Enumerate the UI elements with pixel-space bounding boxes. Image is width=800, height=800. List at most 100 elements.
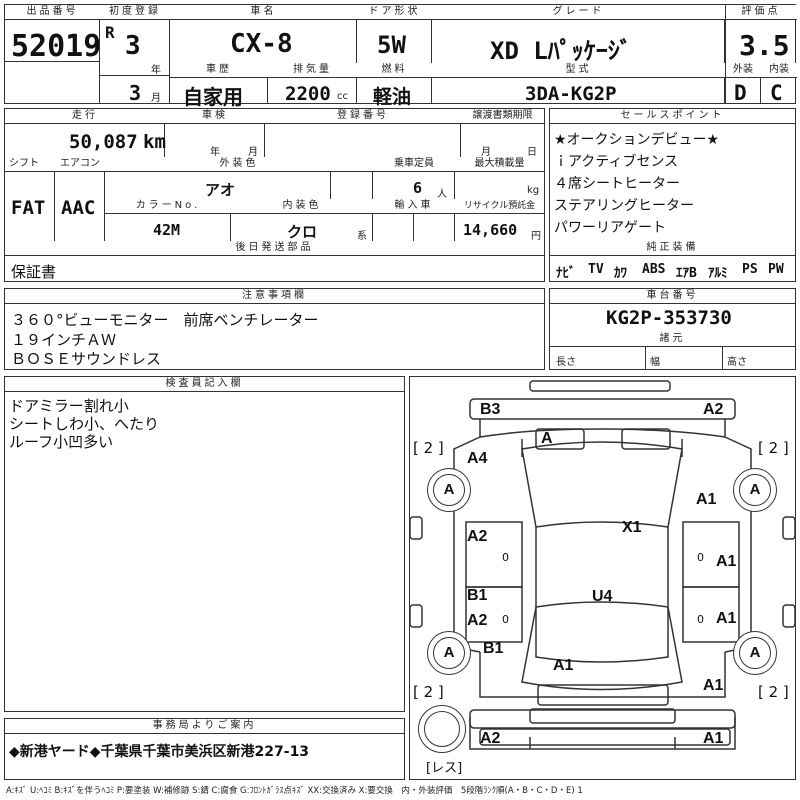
ext-color-label: 外装色 (105, 157, 373, 172)
era-value: R (105, 23, 115, 42)
tire-front-left: A (427, 468, 471, 512)
recycle-value: 14,660 (463, 221, 518, 239)
spare-tire (418, 705, 466, 753)
displacement-label: 排気量 (268, 63, 357, 78)
mark-rear-roof: U4 (592, 588, 613, 605)
inspector-box: 検査員記入欄 ドアミラー割れ小 シートしわ小、へたり ルーフ小凹多い (4, 376, 405, 712)
chassis-number: KG2P-353730 (606, 307, 732, 329)
model-label: 型式 (432, 63, 725, 78)
sales-point-item: ★オークションデビュー★ (554, 132, 720, 148)
month-value: 3 (129, 81, 142, 105)
mark-front-fender-left: A4 (467, 450, 488, 467)
tire-rear-right-grade: A (739, 637, 771, 669)
mark-front-bumper-left: B3 (480, 401, 501, 418)
import-label: 輸入車 (373, 199, 455, 214)
mark-right-rear-door: A1 (716, 610, 737, 627)
inspector-line: ドアミラー割れ小 (9, 397, 129, 415)
sales-points-label: セールスポイント (550, 109, 795, 124)
tire-rear-left: A (427, 631, 471, 675)
later-parts-value: 保証書 (11, 263, 57, 281)
shift-value: FAT (11, 197, 46, 219)
later-parts-label: 後日発送部品 (5, 241, 544, 256)
sales-point-item: ｉアクティブセンス (554, 154, 679, 170)
svg-text:0: 0 (697, 613, 704, 626)
equipment-airbag: ｴｱB (676, 266, 697, 281)
bracket-front-left: [ 2 ] (413, 439, 444, 457)
mark-left-rear-door-b: B1 (467, 587, 488, 604)
notes-label: 注意事項欄 (5, 289, 544, 304)
year-value: 3 (125, 31, 141, 61)
chassis-box: 車台番号 KG2P-353730 諸元 長さ 幅 高さ (549, 288, 796, 370)
spare-tire-status: [レス] (426, 761, 463, 776)
car-name-label: 車名 (170, 5, 357, 20)
inspection-label: 車検 (165, 109, 265, 124)
office-box: 事務局よりご案内 ◆新港ヤード◆千葉県千葉市美浜区新港227-13 (4, 718, 405, 780)
mileage-value: 50,087 (69, 131, 138, 153)
lot-label: 出品番号 (5, 5, 100, 20)
grade-label: グレード (432, 5, 725, 20)
recycle-unit: 円 (531, 231, 541, 242)
mark-hood: A (541, 430, 553, 447)
fuel-label: 燃料 (357, 63, 432, 78)
equipment-tv: TV (588, 262, 604, 277)
mark-right-front-door: A1 (716, 553, 737, 570)
inspector-line: シートしわ小、へたり (9, 415, 160, 433)
car-name: CX-8 (230, 29, 293, 59)
mileage-label: 走行 (5, 109, 165, 124)
inspection-year: 年 (210, 147, 220, 158)
exterior-value: D (734, 81, 747, 105)
transfer-day: 日 (527, 147, 537, 158)
interior-value: C (770, 81, 783, 105)
tire-rear-right: A (733, 631, 777, 675)
equipment-alloy: ｱﾙﾐ (708, 266, 728, 281)
car-diagram: 0 0 0 0 A A A A [ 2 ] [ 2 ] [ 2 ] [ 2 ] … (409, 376, 796, 780)
car-outline: 0 0 0 0 (410, 380, 795, 750)
model-value: 3DA-KG2P (525, 83, 617, 105)
shift-label: シフト (5, 157, 55, 172)
lot-number: 52019 (11, 29, 102, 64)
notes-box: 注意事項欄 ３６０°ビューモニター 前席ベンチレーター １９インチＡＷ ＢＯＳＥ… (4, 288, 545, 370)
legend-text: A:ｷｽﾞ U:ﾍｺﾐ B:ｷｽﾞを伴うﾍｺﾐ P:要塗装 W:補修跡 S:錆 … (6, 786, 583, 796)
chassis-label: 車台番号 (550, 289, 795, 304)
score-label: 評価点 (725, 5, 797, 20)
width-label: 幅 (650, 357, 660, 368)
int-color-label: 内装色 (231, 199, 373, 214)
bracket-rear-right: [ 2 ] (758, 683, 789, 701)
header-block: 出品番号 52019 初度登録 R 3 年 3 月 車名 CX-8 ドア形状 5… (4, 4, 797, 109)
notes-line: １９インチＡＷ (11, 331, 117, 349)
vehicle-info-block: 走行 50,087 km 車検 年 月 登録番号 譲渡書類期限 月 日 シフト … (4, 108, 545, 282)
sales-point-item: パワーリアゲート (554, 220, 666, 236)
office-label: 事務局よりご案内 (5, 719, 404, 734)
first-reg-label: 初度登録 (100, 5, 170, 20)
score-value: 3.5 (739, 29, 790, 62)
door-label: ドア形状 (357, 5, 432, 20)
tire-rear-left-grade: A (433, 637, 465, 669)
equipment-abs: ABS (642, 262, 666, 277)
mark-rear-bumper-left: A2 (480, 730, 501, 747)
month-unit: 月 (151, 93, 161, 104)
inspection-month: 月 (248, 147, 258, 158)
ac-value: AAC (61, 197, 96, 219)
sales-point-item: ステアリングヒーター (554, 198, 694, 214)
year-unit: 年 (151, 65, 161, 76)
mark-left-rear-door-a: A2 (467, 612, 488, 629)
equipment-pw: PW (768, 262, 784, 277)
bracket-front-right: [ 2 ] (758, 439, 789, 457)
mark-rear-gate: A1 (553, 657, 574, 674)
equipment-leather: ｶﾜ (614, 266, 627, 281)
capacity-value: 6 (413, 179, 423, 197)
load-unit: kg (527, 185, 540, 196)
svg-text:0: 0 (502, 551, 509, 564)
exterior-label: 外装 (725, 63, 761, 78)
color-no-value: 42M (153, 221, 181, 239)
mark-rear-bumper-right: A1 (703, 730, 724, 747)
office-text: ◆新港ヤード◆千葉県千葉市美浜区新港227-13 (9, 744, 310, 760)
transfer-label: 譲渡書類期限 (461, 109, 544, 124)
history-label: 車歴 (170, 63, 268, 78)
mileage-unit: km (143, 131, 166, 153)
sales-points-box: セールスポイント ★オークションデビュー★ ｉアクティブセンス ４席シートヒータ… (549, 108, 796, 282)
grade-value: XD Lﾊﾟｯｹｰｼﾞ (490, 37, 632, 65)
mark-front-bumper-right: A2 (703, 401, 724, 418)
registration-label: 登録番号 (265, 109, 461, 124)
inspector-line: ルーフ小凹多い (9, 433, 114, 451)
